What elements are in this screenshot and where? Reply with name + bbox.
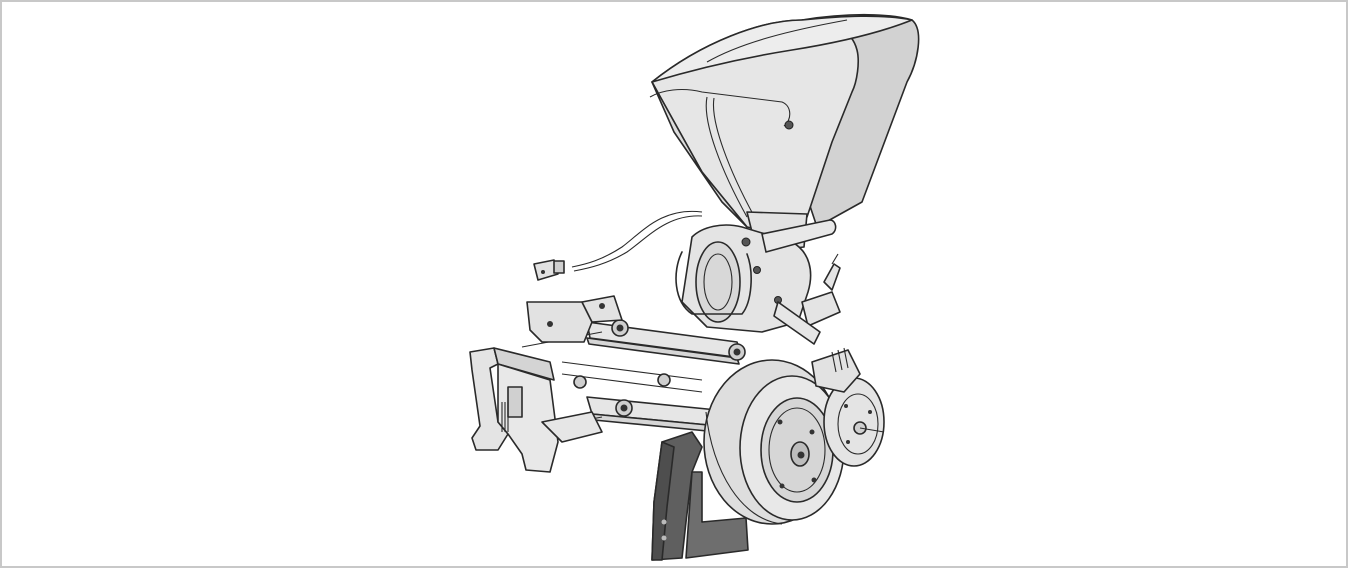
closing-wheel [823,377,885,467]
closing-arm [773,253,861,393]
seed-hopper [649,13,920,253]
gauge-wheel [703,359,845,525]
seed-meter-housing [675,219,837,333]
mounting-bracket [469,295,623,473]
opener-shank [651,431,749,561]
sensor-cable [533,210,703,281]
